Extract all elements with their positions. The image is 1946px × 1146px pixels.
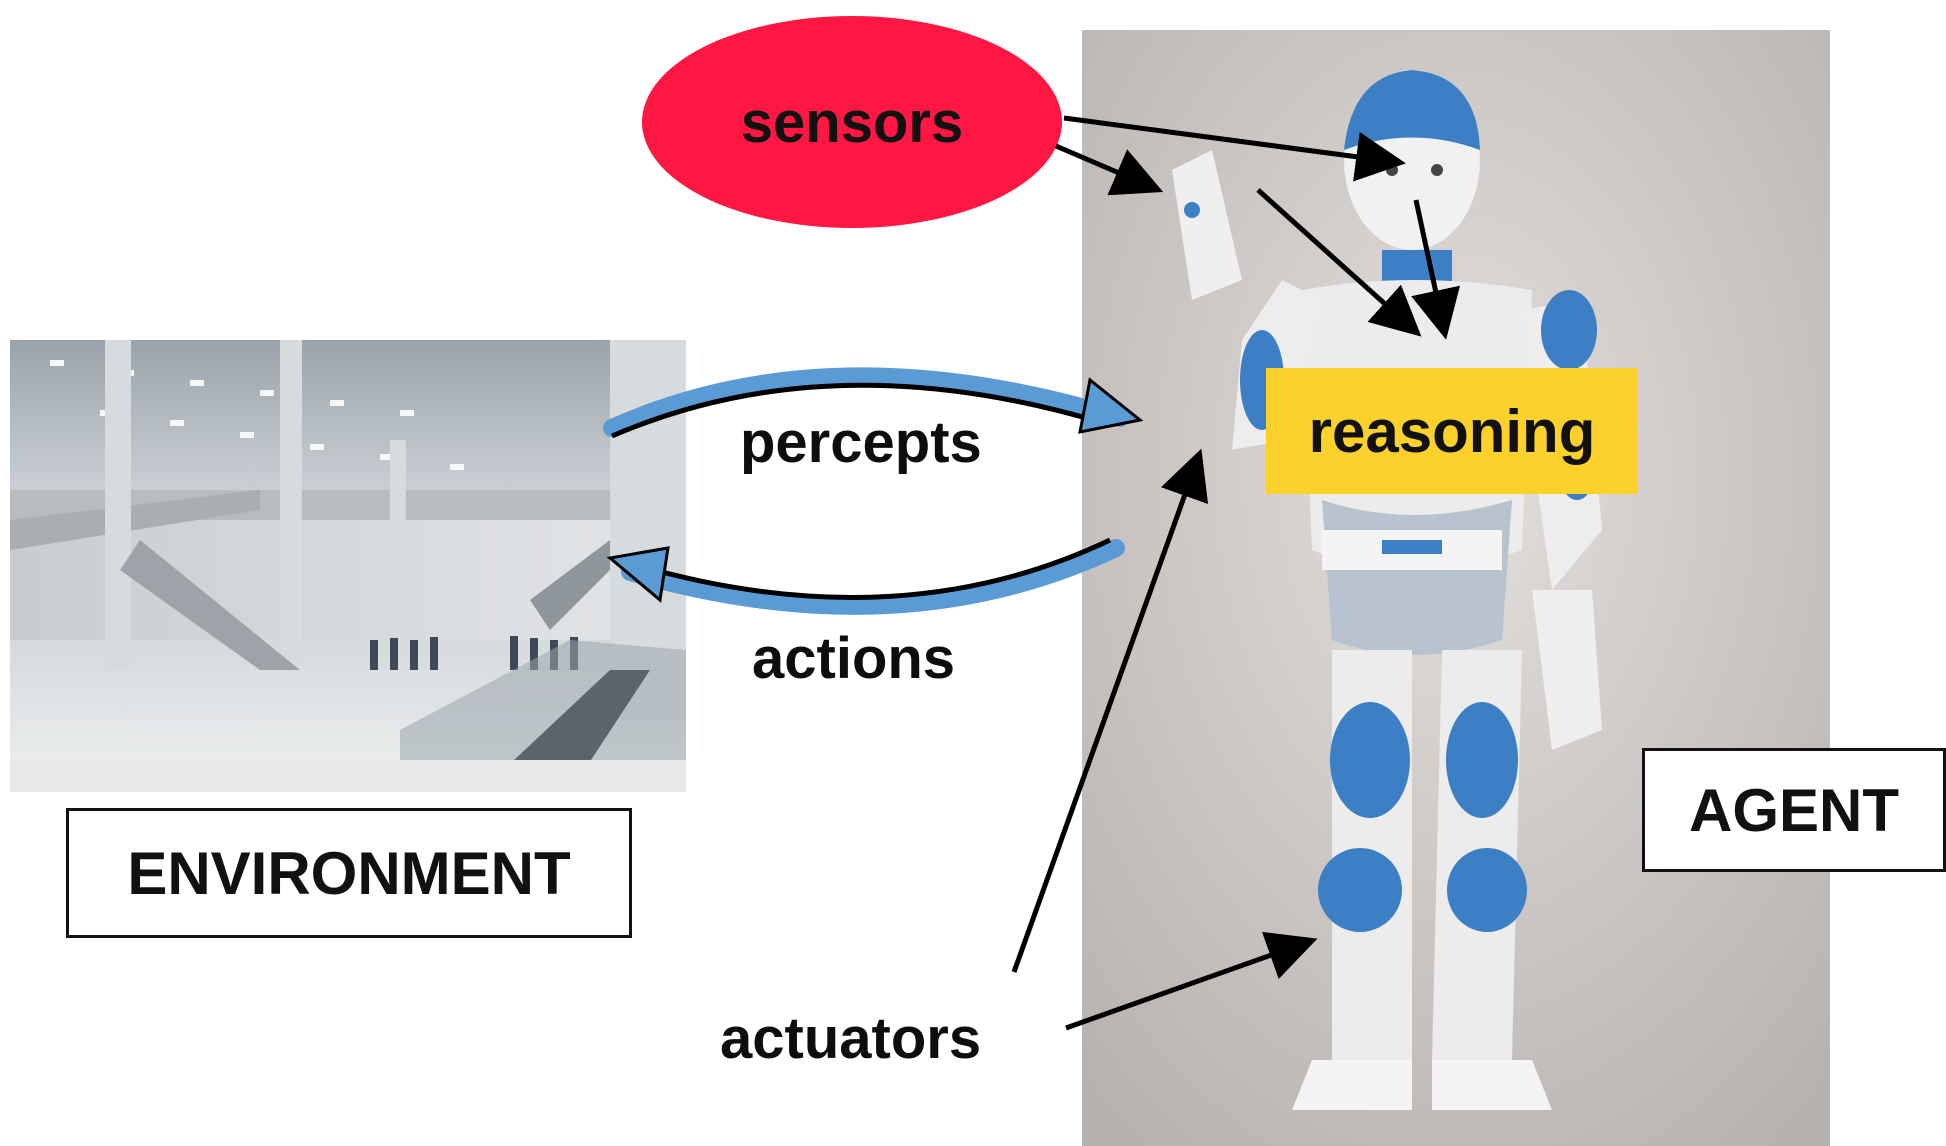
agent-label: AGENT: [1689, 776, 1899, 844]
percepts-label: percepts: [740, 410, 982, 475]
reasoning-label: reasoning: [1308, 397, 1596, 465]
environment-box: ENVIRONMENT: [66, 808, 632, 938]
sensors-to-hand-arrow: [1055, 143, 1164, 196]
robot-illustration: [1082, 30, 1830, 1146]
sensors-label: sensors: [740, 89, 964, 155]
atrium-illustration: [10, 340, 686, 792]
hand-to-reasoning-arrow: [1256, 188, 1422, 337]
actions-arc: [606, 537, 1125, 615]
sensors-oval: sensors: [642, 16, 1062, 228]
environment-photo: [10, 340, 686, 792]
agent-box: AGENT: [1642, 748, 1946, 872]
actuators-label: actuators: [720, 1006, 982, 1071]
robot-figure: [1172, 70, 1602, 1110]
reasoning-box: reasoning: [1266, 368, 1638, 494]
agent-photo: [1082, 30, 1830, 1146]
actuators-to-leg-arrow: [1065, 931, 1318, 1031]
actuators-to-body-arrow: [1011, 448, 1209, 973]
percepts-arc: [603, 367, 1144, 439]
head-to-reasoning-arrow: [1411, 199, 1461, 340]
actions-label: actions: [752, 626, 956, 691]
sensors-to-head-arrow: [1063, 115, 1406, 182]
environment-label: ENVIRONMENT: [127, 839, 571, 907]
